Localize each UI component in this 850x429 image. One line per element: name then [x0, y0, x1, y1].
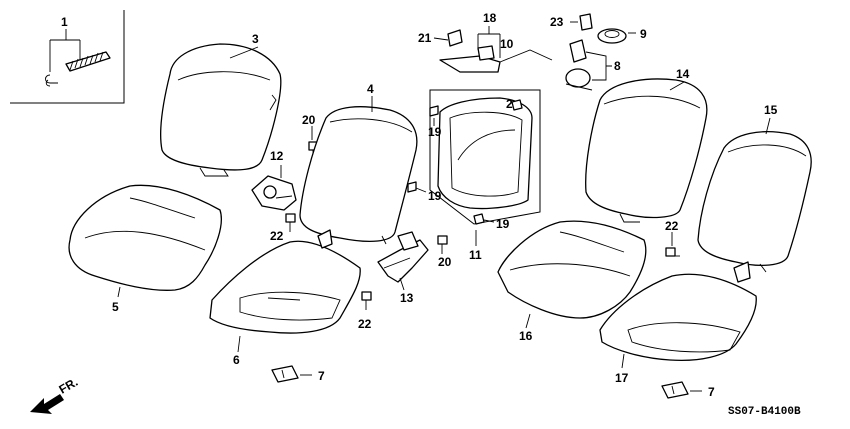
callout-17: 17	[615, 371, 629, 385]
part-22-bolt-left	[285, 213, 296, 232]
callout-10: 10	[500, 37, 514, 51]
part-1-cover-clips	[45, 51, 111, 87]
part-17-rear-cushion-pad	[599, 261, 757, 362]
callout-19-middle: 19	[428, 189, 442, 203]
callout-22-right: 22	[665, 219, 679, 233]
callout-2: 2	[506, 97, 513, 111]
callout-11: 11	[469, 248, 482, 262]
callout-6: 6	[233, 353, 240, 367]
callout-7-right: 7	[708, 385, 715, 399]
part-20-bolt-lower	[437, 235, 448, 254]
part-9-knob	[597, 28, 627, 44]
callout-23: 23	[550, 15, 564, 29]
callout-8: 8	[614, 59, 621, 73]
callout-16: 16	[519, 329, 533, 343]
part-5-seat-cushion-cover	[68, 184, 222, 291]
part-16-rear-cushion-cover	[497, 220, 647, 319]
callout-22-left: 22	[270, 229, 284, 243]
callout-9: 9	[640, 27, 647, 41]
part-13-hinge-bracket	[377, 231, 429, 283]
callout-21: 21	[418, 31, 432, 45]
part-11-seatback-frame	[437, 97, 533, 210]
callout-4: 4	[367, 82, 374, 96]
callout-20-lower: 20	[438, 255, 452, 269]
callout-1: 1	[61, 15, 68, 29]
part-11-frame-group-box	[429, 89, 541, 225]
callout-12: 12	[270, 149, 284, 163]
part-3-seatback-cover	[160, 43, 282, 177]
part-7-seat-cover-right	[661, 381, 689, 399]
part-8-lock-cylinder	[565, 39, 593, 91]
part-1-inset-frame	[10, 10, 125, 104]
part-23-bolt	[579, 13, 593, 31]
front-direction-arrow-icon	[30, 394, 64, 414]
callout-5: 5	[112, 300, 119, 314]
callout-19-upper: 19	[428, 125, 442, 139]
callout-7-left: 7	[318, 369, 325, 383]
part-12-recliner-mechanism	[251, 175, 297, 211]
part-6-seat-cushion-pad	[209, 229, 361, 334]
callout-14: 14	[676, 67, 690, 81]
callout-3: 3	[252, 32, 259, 46]
part-4-seatback-pad	[299, 106, 418, 245]
callout-18: 18	[483, 11, 497, 25]
part-14-rear-seatback-cover	[585, 78, 708, 223]
callout-15: 15	[764, 103, 778, 117]
part-22-bolt-right	[665, 247, 680, 257]
part-7-seat-cover-left	[271, 365, 299, 383]
direction-label: FR.	[57, 375, 81, 397]
part-15-rear-seatback-pad	[697, 131, 812, 273]
part-18-latch-assembly	[439, 45, 553, 73]
callout-13: 13	[400, 291, 414, 305]
part-21-screw	[447, 29, 463, 47]
part-22-bolt-middle	[361, 291, 372, 310]
callout-19-lower: 19	[496, 217, 510, 231]
callout-20-upper: 20	[302, 113, 316, 127]
diagram-code: SS07-B4100B	[728, 406, 801, 418]
callout-22-middle: 22	[358, 317, 372, 331]
